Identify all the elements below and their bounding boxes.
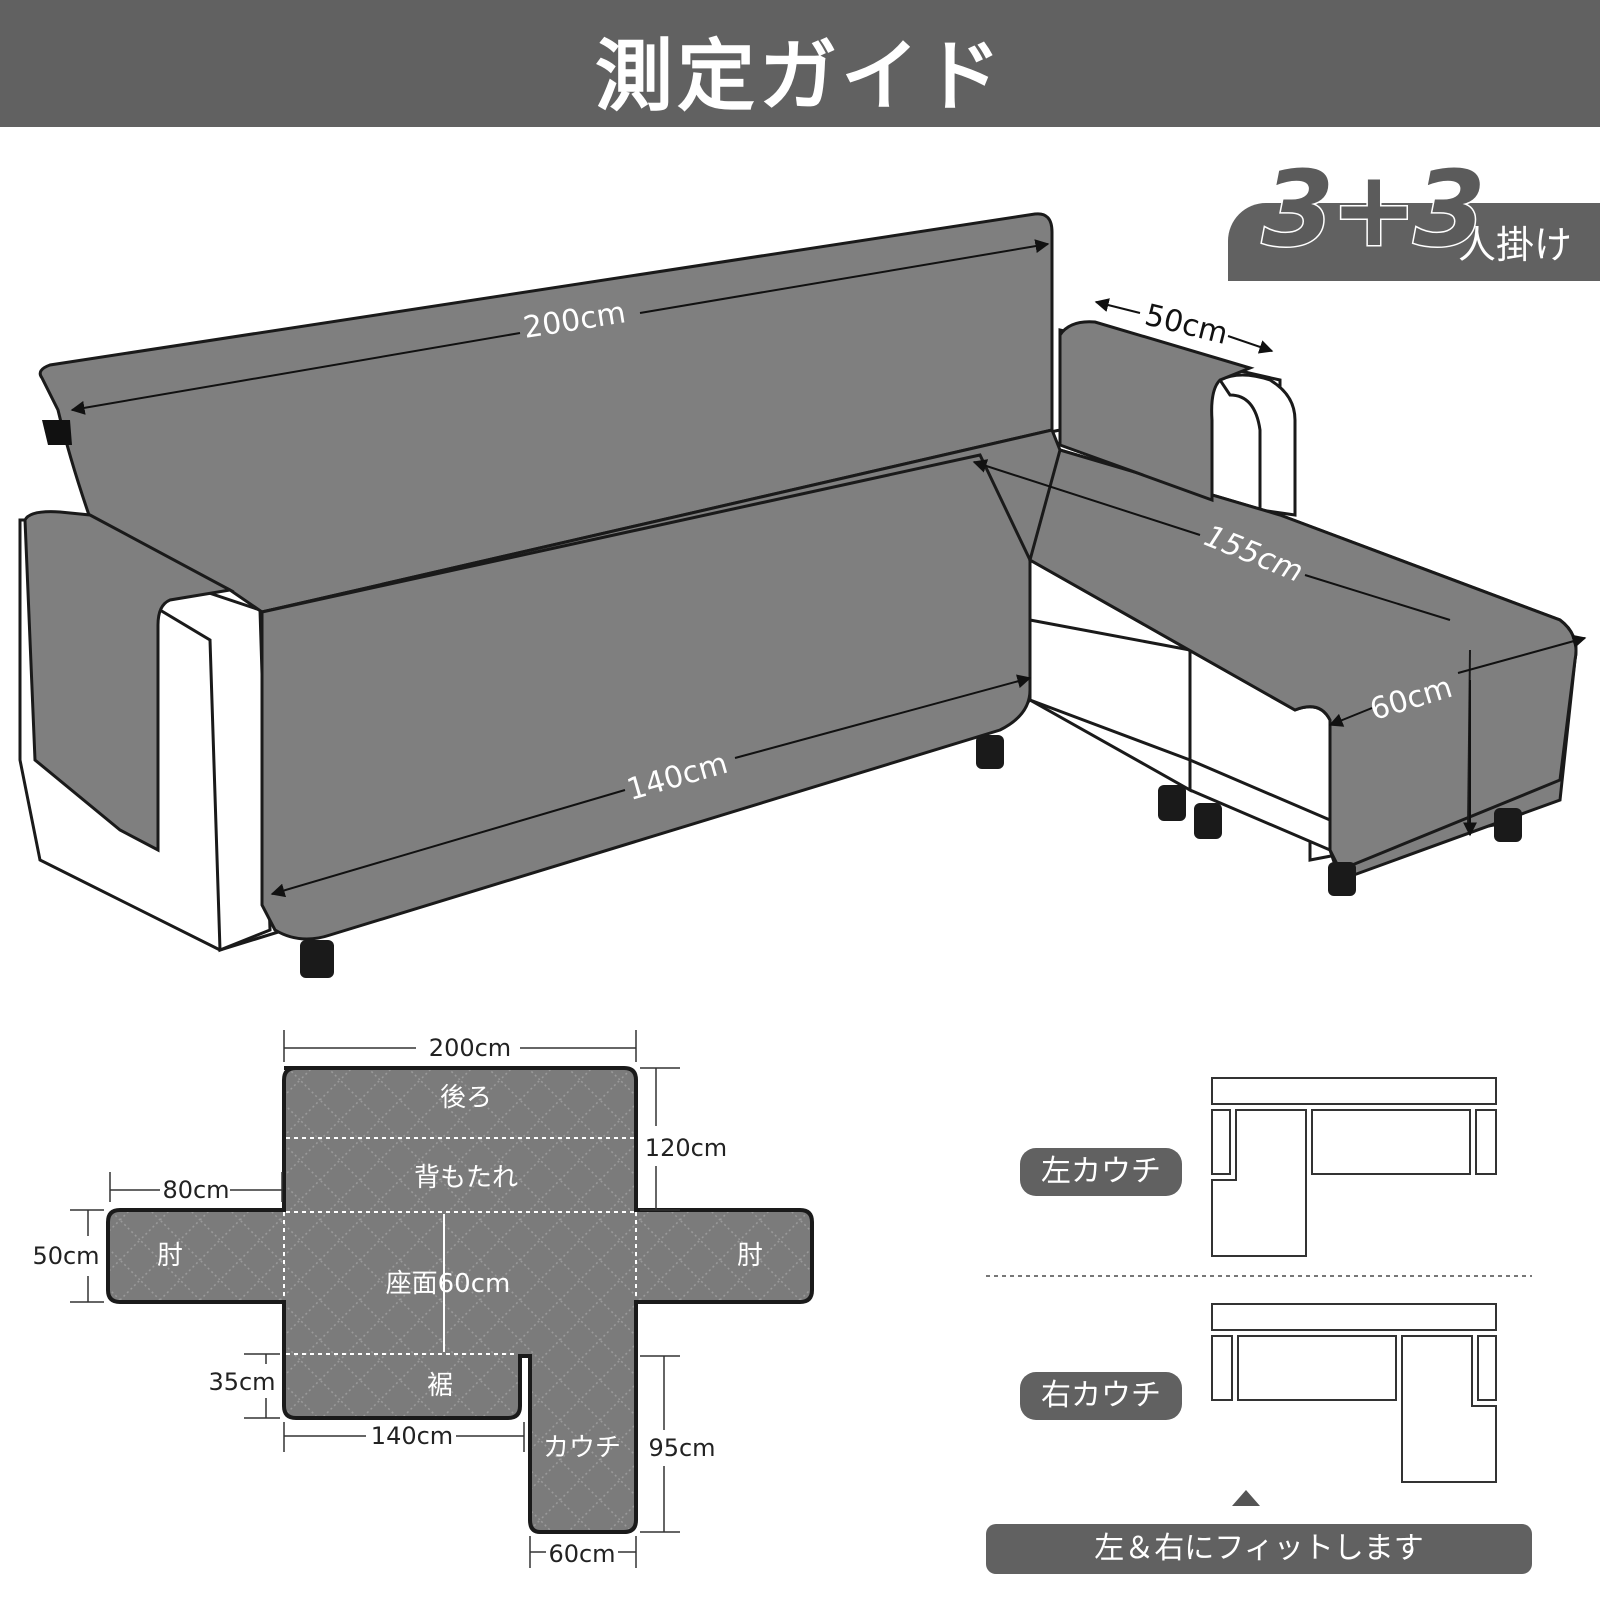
pattern-backrest-label: 背もたれ <box>414 1163 518 1193</box>
pattern-seat-width-label: 140cm <box>371 1422 453 1450</box>
pattern-top-width-label: 200cm <box>429 1034 511 1062</box>
pattern-hem-height-label: 35cm <box>208 1368 275 1396</box>
capacity-label: 人掛け <box>1458 223 1573 267</box>
header-banner: 測定ガイド <box>0 0 1600 127</box>
left-chaise-label: 左カウチ <box>1020 1148 1182 1196</box>
fit-note-banner: 左＆右にフィットします <box>986 1524 1532 1574</box>
pattern-arm-length-label: 80cm <box>162 1176 229 1204</box>
right-chaise-label: 右カウチ <box>1020 1372 1182 1420</box>
cover-pattern-shape <box>106 1066 814 1534</box>
left-arm-cover <box>23 510 235 853</box>
left-chaise-diagram <box>1211 1077 1497 1257</box>
back-cover <box>38 212 1054 614</box>
page-title: 測定ガイド <box>594 32 1005 122</box>
pattern-hem-label: 裾 <box>427 1371 453 1401</box>
right-arm-cover <box>1058 320 1255 503</box>
pattern-seat-label: 座面60cm <box>386 1269 511 1299</box>
pattern-back-label: 後ろ <box>440 1083 492 1113</box>
capacity-number: 3+3 <box>1261 147 1488 272</box>
pattern-chaise-length-label: 95cm <box>648 1434 715 1462</box>
pattern-arm-height-label: 50cm <box>32 1242 99 1270</box>
right-chaise-diagram <box>1211 1303 1497 1483</box>
up-arrow-icon <box>1232 1490 1260 1506</box>
pattern-chaise-width-label: 60cm <box>548 1540 615 1568</box>
pattern-arm-left-label: 肘 <box>157 1241 183 1271</box>
pattern-chaise-label: カウチ <box>543 1433 621 1463</box>
capacity-badge <box>1228 203 1600 281</box>
pattern-back-height-label: 120cm <box>645 1134 727 1162</box>
pattern-arm-right-label: 肘 <box>737 1241 763 1271</box>
